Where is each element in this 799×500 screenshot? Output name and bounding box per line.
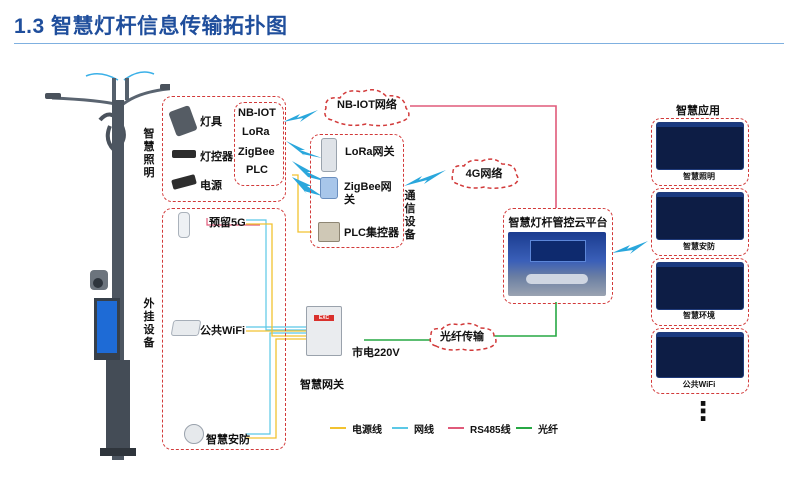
app-card-wifi[interactable] [651, 328, 749, 394]
title-divider [14, 43, 784, 44]
nbiot-network-cloud [324, 89, 410, 127]
cloud-platform-label: 智慧灯杆管控云平台 [508, 217, 608, 229]
legend-swatch-power [330, 427, 346, 429]
fiber-transmission-cloud [429, 322, 497, 352]
comm-device-group [310, 134, 404, 248]
comm-item-lora-gateway: LoRa网关 [345, 146, 395, 158]
light-controller-icon [172, 150, 196, 158]
gateway-brand-badge: EXC [314, 315, 334, 321]
legend-label-rs485: RS485线 [470, 425, 511, 436]
app-screenshot-security [656, 192, 744, 240]
zigbee-gateway-icon [320, 177, 338, 199]
protocol-group [234, 102, 284, 186]
power-line-plc [292, 174, 312, 233]
legend-label-power: 电源线 [352, 425, 382, 436]
cloud-platform-group [503, 208, 613, 304]
wireless-bolt-nbiot [283, 110, 318, 122]
app-card-security[interactable] [651, 188, 749, 256]
video-wall [530, 240, 586, 262]
lighting-group-label: 智慧照明 [143, 128, 155, 179]
network-line-5g [246, 219, 306, 331]
wireless-bolt-platform [612, 241, 648, 254]
lighting-group [162, 96, 286, 202]
power-line-5g [246, 223, 306, 337]
network-line-security [246, 332, 306, 435]
wireless-bolt-plc [292, 177, 322, 196]
protocol-lora: LoRa [242, 126, 270, 138]
app-screenshot-environment [656, 262, 744, 310]
gateway-label: 智慧网关 [300, 379, 344, 391]
apps-title: 智慧应用 [676, 105, 720, 117]
gateway-power-label: 市电220V [352, 347, 400, 359]
protocol-nbiot: NB-IOT [238, 107, 276, 119]
lora-gateway-icon [321, 138, 337, 172]
lighting-item-lamp: 灯具 [200, 116, 222, 128]
page-title: 1.3 智慧灯杆信息传输拓扑图 [14, 15, 288, 38]
4g-network-cloud [451, 158, 519, 190]
wifi-ap-icon [170, 320, 202, 336]
legend-label-network: 网线 [414, 425, 434, 436]
control-center-photo [508, 232, 606, 296]
nbiot-network-label: NB-IOT网络 [337, 99, 397, 111]
more-apps-ellipsis: ⋮ [690, 396, 716, 426]
comm-device-label: 通信设备 [404, 190, 416, 241]
app-label-environment: 智慧环境 [683, 311, 715, 320]
legend-swatch-rs485 [448, 427, 464, 429]
legend-swatch-network [392, 427, 408, 429]
app-label-security: 智慧安防 [683, 242, 715, 251]
legend-label-fiber: 光纤 [538, 425, 558, 436]
external-device-group [162, 208, 286, 450]
comm-item-plc-controller: PLC集控器 [344, 227, 399, 239]
app-screenshot-wifi [656, 332, 744, 378]
external-item-wifi: 公共WiFi [200, 325, 246, 337]
smart-pole-illustration [45, 71, 170, 460]
protocol-zigbee: ZigBee [238, 146, 275, 158]
rs485-line-lighting [206, 218, 260, 226]
smart-gateway-device: EXC [306, 306, 342, 356]
external-device-label: 外挂设备 [143, 298, 155, 349]
wireless-bolt-4g [404, 170, 446, 186]
protocol-plc: PLC [246, 164, 268, 176]
app-card-environment[interactable] [651, 258, 749, 326]
fiber-transmission-label: 光纤传输 [440, 331, 484, 343]
legend-swatch-fiber [516, 427, 532, 429]
console-desk [526, 274, 588, 284]
app-card-lighting[interactable] [651, 118, 749, 186]
legend: 电源线 网线 RS485线 光纤 [330, 420, 570, 436]
5g-antenna-icon [178, 212, 190, 238]
security-camera-icon [184, 424, 204, 444]
rs485-line-platform [410, 105, 557, 208]
external-item-5g: 预留5G [209, 217, 246, 229]
comm-item-zigbee-gateway: ZigBee网关 [344, 181, 392, 206]
app-screenshot-lighting [656, 122, 744, 170]
plc-controller-icon [318, 222, 340, 242]
app-label-wifi: 公共WiFi [682, 380, 716, 389]
external-item-security: 智慧安防 [206, 434, 250, 446]
lighting-item-power: 电源 [200, 180, 222, 192]
power-line-security [246, 338, 306, 439]
app-label-lighting: 智慧照明 [683, 172, 715, 181]
fiber-line-2 [494, 302, 557, 337]
lighting-item-controller: 灯控器 [200, 151, 233, 163]
4g-network-label: 4G网络 [465, 168, 503, 180]
